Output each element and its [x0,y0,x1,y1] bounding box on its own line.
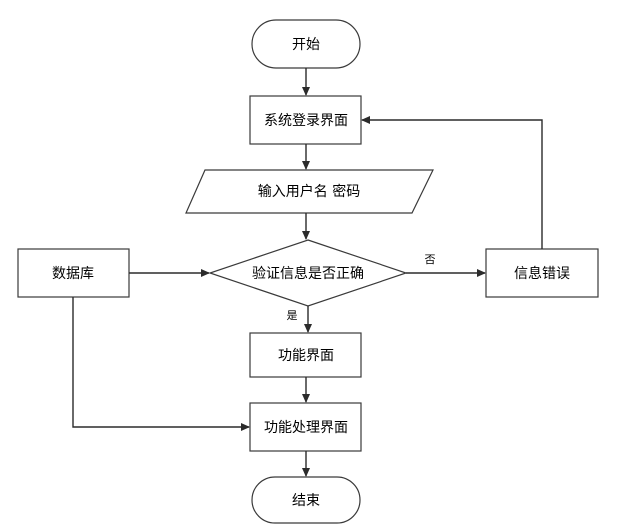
function-process-label: 功能处理界面 [264,420,348,436]
error-label: 信息错误 [514,266,570,282]
login-screen-label: 系统登录界面 [264,113,348,129]
database-box [17,248,130,298]
input-credentials-parallelogram [185,169,434,214]
error-box [485,248,599,298]
function-page-box [249,332,362,378]
input-credentials-label: 输入用户名 密码 [257,184,361,200]
end-terminal [251,476,361,524]
edge-error-to-login [361,116,543,249]
function-page-label: 功能界面 [278,348,334,364]
verify-decision-label: 验证信息是否正确 [252,266,364,282]
function-process-box [249,402,362,452]
login-screen-box [249,95,362,145]
database-label: 数据库 [52,266,94,282]
no-branch-label: 否 [424,253,436,266]
edge-database-to-process [72,297,250,431]
start-label: 开始 [292,37,320,53]
end-label: 结束 [292,493,320,509]
yes-branch-label: 是 [286,309,298,322]
